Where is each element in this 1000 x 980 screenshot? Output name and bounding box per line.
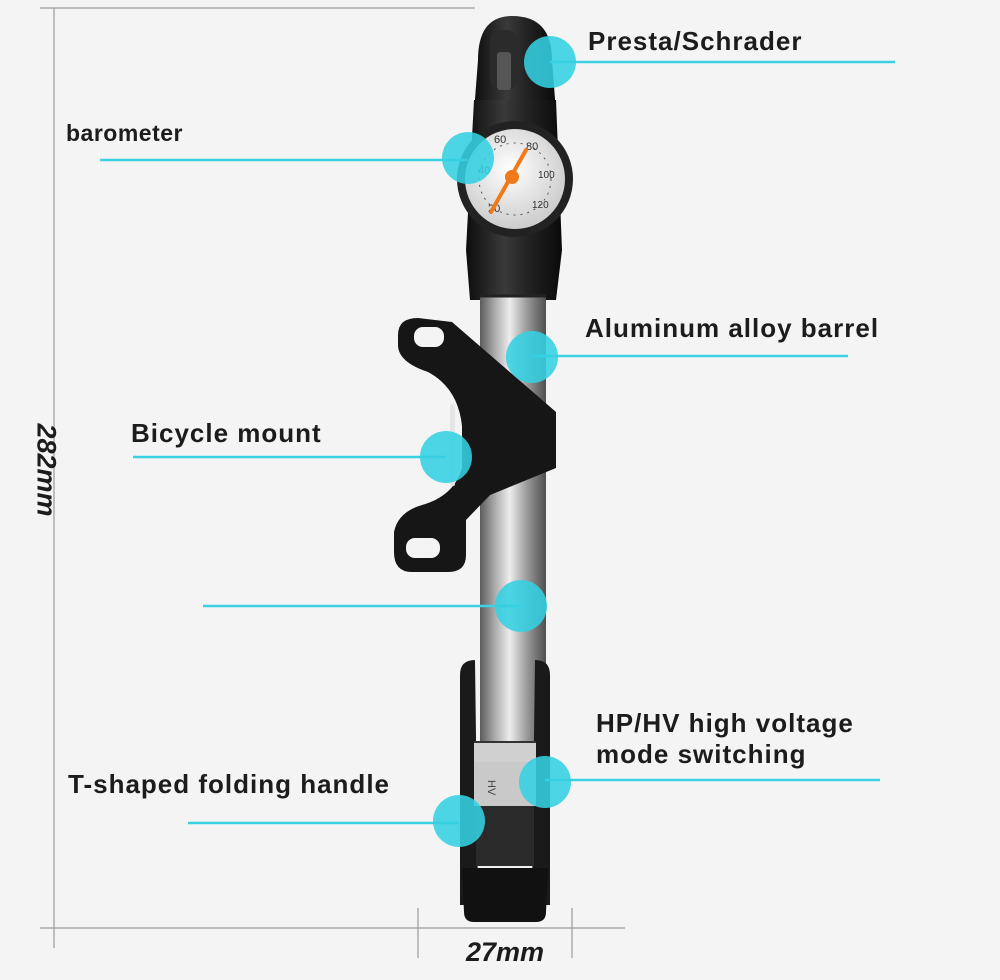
gauge-scale-100: 100	[538, 170, 555, 181]
callout-dot-gauge	[442, 132, 494, 184]
valve-callout-label: Presta/Schrader	[588, 26, 803, 56]
mode-callout-line-1: HP/HV high voltage	[596, 708, 854, 738]
callout-lines	[100, 60, 895, 825]
gauge-callout-label: barometer	[66, 120, 183, 146]
callout-dots	[420, 36, 576, 847]
gauge-scale-120: 120	[532, 200, 549, 211]
barrel-callout-label: Aluminum alloy barrel	[585, 313, 880, 343]
mode-switch-mark: HV	[485, 780, 497, 796]
handle-housing: HV	[460, 660, 550, 922]
handle-callout-label: T-shaped folding handle	[68, 769, 390, 799]
length-dimension: 282mm	[31, 423, 62, 517]
mode-callout-label: HP/HV high voltage mode switching	[596, 708, 854, 770]
callout-dot-handle	[433, 795, 485, 847]
mode-callout-line-2: mode switching	[596, 739, 807, 769]
diameter-dimension: 27mm	[466, 937, 545, 967]
callout-dot-barrel	[506, 331, 558, 383]
callout-dot-mount	[420, 431, 472, 483]
gauge-scale-80: 80	[526, 141, 538, 153]
callout-dot-valve	[524, 36, 576, 88]
callout-dot-mode	[519, 756, 571, 808]
dimension-guides	[40, 7, 625, 958]
valve-head	[474, 16, 556, 112]
gauge-scale-60: 60	[494, 134, 506, 146]
callout-dot-barrel-lower	[495, 580, 547, 632]
mount-callout-label: Bicycle mount	[131, 418, 322, 448]
